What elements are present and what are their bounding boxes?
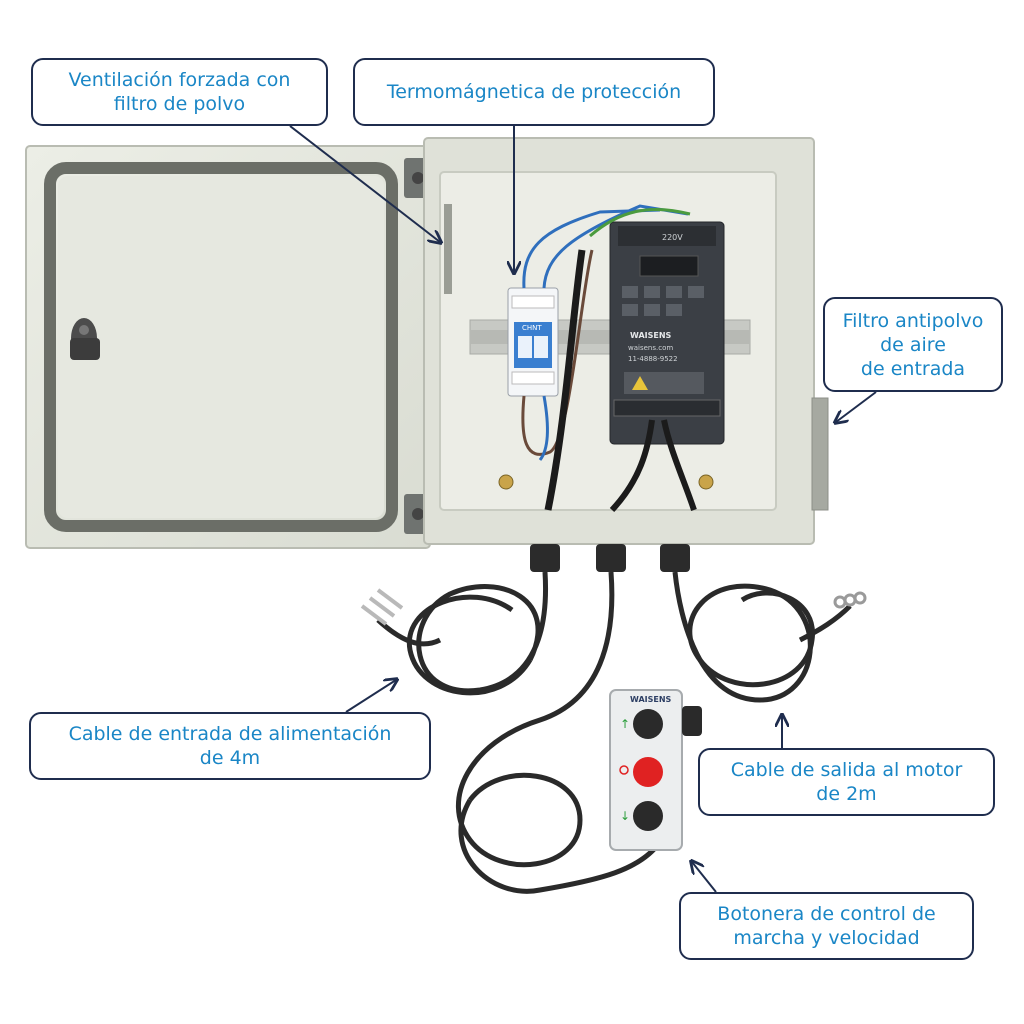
arrow-cable-entrada	[345, 680, 396, 713]
cable-gland	[530, 544, 560, 572]
callout-ventilacion: Ventilación forzada con filtro de polvo	[31, 58, 328, 126]
ring-terminal	[843, 593, 857, 607]
internal-wiring	[521, 204, 697, 513]
mount-screw	[498, 474, 514, 490]
vent-slot-left	[444, 204, 452, 294]
ring-terminal	[853, 591, 867, 605]
callout-cable-salida: Cable de salida al motor de 2m	[698, 748, 995, 816]
callout-text: Filtro antipolvo	[842, 309, 984, 332]
vfd-phone-label: 11-4888-9522	[628, 355, 678, 363]
cable-glands	[530, 544, 690, 572]
door-gasket	[44, 162, 398, 532]
input-power-cable	[360, 571, 548, 696]
mount-screw	[698, 474, 714, 490]
arrow-filtro	[836, 391, 877, 422]
down-button	[633, 801, 663, 831]
callout-text: marcha y velocidad	[733, 927, 920, 949]
variable-frequency-drive: 220V WAISENS waisens.com 11-4888-9522	[609, 221, 725, 445]
start-button	[633, 709, 663, 739]
callout-text: de entrada	[860, 357, 966, 380]
vfd-display	[639, 255, 699, 277]
callout-text: de aire	[880, 333, 946, 356]
callout-botonera: Botonera de control de marcha y velocida…	[679, 892, 974, 960]
callout-termomagnetica: Termomágnetica de protección	[353, 58, 715, 126]
cable-gland	[596, 544, 626, 572]
breaker-brand-label: CHNT	[522, 324, 542, 332]
cable-lug	[368, 596, 396, 618]
vfd-keypad	[622, 286, 704, 316]
callout-text: Cable de entrada de alimentación	[68, 723, 392, 745]
vfd-terminal-strip	[613, 399, 721, 417]
callout-text: de 2m	[816, 783, 877, 805]
control-pendant: WAISENS ↑ ↓	[609, 689, 702, 851]
ring-terminal	[833, 595, 847, 609]
callout-text: filtro de polvo	[113, 93, 246, 115]
callout-text: Cable de salida al motor	[730, 759, 963, 781]
callout-text: Termomágnetica de protección	[386, 81, 682, 103]
callout-cable-entrada: Cable de entrada de alimentación de 4m	[29, 712, 431, 780]
cable-lug	[360, 604, 388, 626]
pendant-control-cable	[456, 571, 663, 894]
cabinet-door	[25, 145, 432, 549]
circuit-breaker: CHNT	[507, 287, 559, 397]
up-arrow-icon: ↑	[620, 717, 630, 731]
warning-icon	[632, 376, 648, 390]
stop-button	[633, 757, 663, 787]
vfd-web-label: waisens.com	[628, 344, 673, 352]
arrow-botonera	[692, 862, 717, 893]
door-lock-icon	[70, 318, 100, 360]
down-arrow-icon: ↓	[620, 809, 630, 823]
pendant-brand-label: WAISENS	[630, 695, 672, 704]
callout-arrows	[289, 125, 877, 893]
stop-symbol-icon	[619, 765, 629, 775]
vfd-voltage-label: 220V	[662, 233, 683, 242]
arrow-ventilacion	[289, 125, 440, 242]
cable-gland	[660, 544, 690, 572]
motor-output-cable	[672, 571, 867, 703]
vfd-brand-label: WAISENS	[630, 331, 672, 340]
callout-filtro-antipolvo: Filtro antipolvo de aire de entrada	[823, 297, 1003, 392]
callout-text: Ventilación forzada con	[68, 69, 291, 91]
callout-text: de 4m	[199, 747, 261, 769]
callout-text: Botonera de control de	[717, 903, 936, 925]
air-filter-vent	[811, 397, 829, 511]
cable-lug	[376, 588, 404, 610]
